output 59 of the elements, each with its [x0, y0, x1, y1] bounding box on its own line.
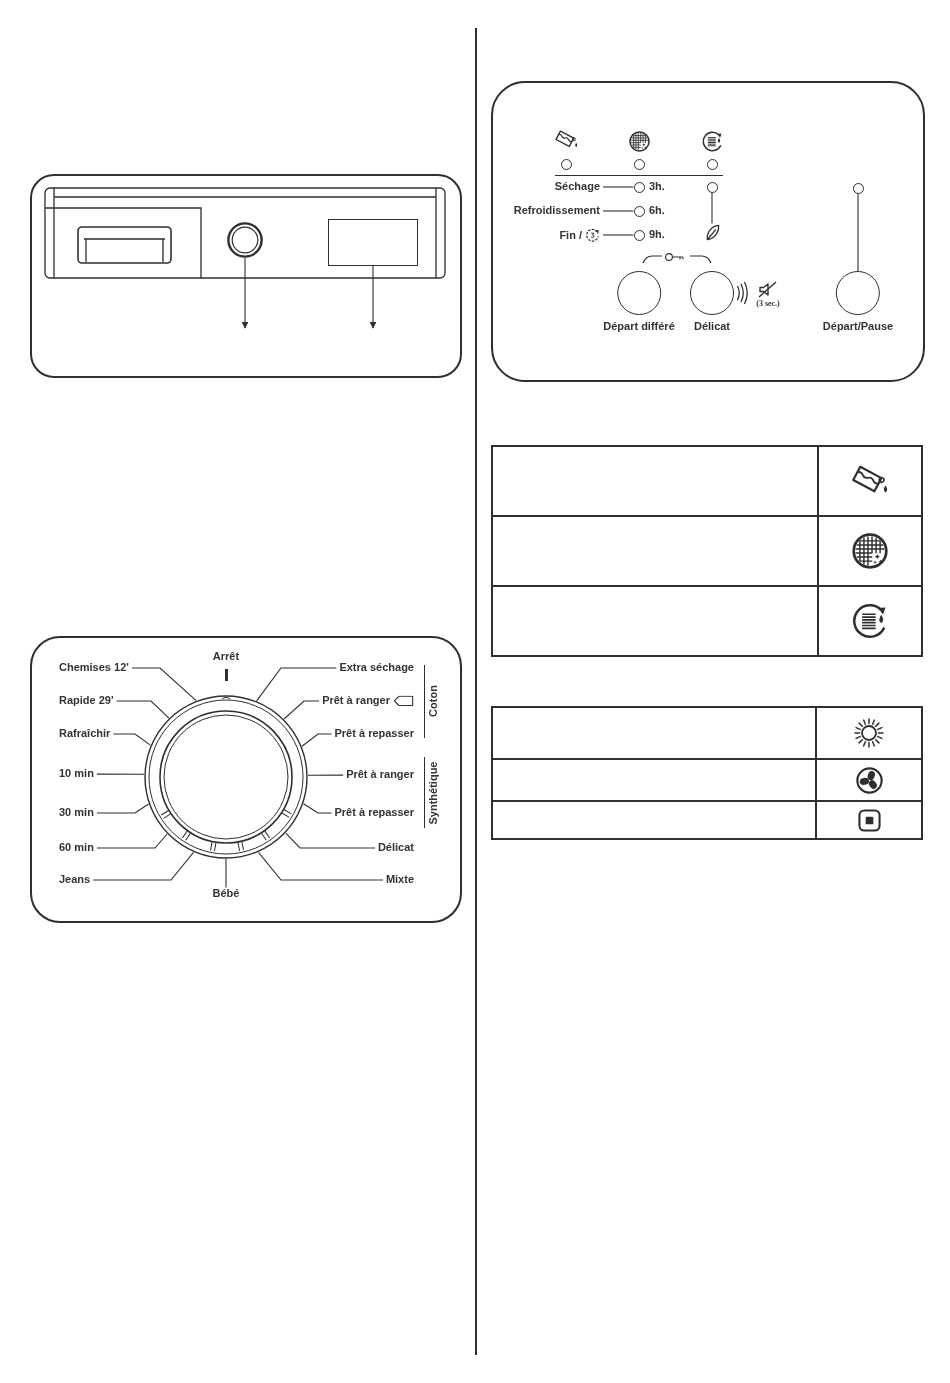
- program-label: Extra séchage: [336, 661, 417, 675]
- program-label: Jeans: [56, 873, 94, 887]
- leader-line: [307, 774, 344, 776]
- program-label: Prêt à repasser: [331, 727, 417, 741]
- button-label: Délicat: [693, 320, 731, 334]
- program-label: 60 min: [56, 841, 97, 855]
- program-label: Chemises 12': [56, 661, 132, 675]
- program-label: 30 min: [56, 806, 97, 820]
- duration-note: (3 sec.): [756, 299, 780, 309]
- time-label: 9h.: [649, 228, 665, 242]
- leader-line: [92, 851, 195, 881]
- control-knob: [227, 222, 263, 258]
- button-label: Départ/Pause: [822, 320, 894, 334]
- display-window: [328, 219, 418, 266]
- leader-line: [256, 667, 337, 702]
- indicator-light: [706, 181, 718, 193]
- leader-line: [96, 773, 145, 775]
- program-dial: [144, 695, 308, 859]
- program-label: Rafraîchir: [56, 727, 114, 741]
- connector-line: [711, 191, 713, 225]
- leader-line: [301, 733, 333, 747]
- program-label: Arrêt: [212, 650, 240, 664]
- leader-line: [283, 700, 320, 720]
- program-label: Rapide 29': [56, 694, 117, 708]
- connector-line: [602, 234, 635, 236]
- program-label: Prêt à ranger: [343, 768, 417, 782]
- program-label: Délicat: [374, 841, 417, 855]
- leader-line: [116, 700, 170, 719]
- indicator-label: Séchage: [551, 180, 603, 194]
- leader-line: [257, 851, 384, 881]
- leader-line: [112, 733, 151, 746]
- group-label: Coton: [427, 685, 441, 717]
- program-label: Prêt à repasser: [331, 806, 417, 820]
- program-label: Prêt à ranger: [322, 694, 390, 708]
- indicator-light: [852, 182, 864, 194]
- indicator-light: [633, 229, 645, 241]
- leader-line: [96, 833, 168, 849]
- leader-line: [131, 667, 197, 702]
- leader-line: [96, 803, 150, 814]
- connector-line: [602, 186, 635, 188]
- leader-line: [225, 858, 227, 888]
- leader-line: [302, 803, 333, 814]
- program-label: Mixte: [382, 873, 417, 887]
- indicator-light: [633, 205, 645, 217]
- indicator-label: Refroidissement: [510, 204, 603, 218]
- time-label: 6h.: [649, 204, 665, 218]
- leaf-icon: [704, 223, 720, 241]
- button-label: Départ différé: [603, 320, 675, 334]
- arrow: [369, 265, 377, 329]
- program-label: 10 min: [56, 767, 97, 781]
- indicator-light: [633, 181, 645, 193]
- program-label: Bébé: [212, 887, 240, 901]
- indicator-label: Fin /: [559, 228, 582, 242]
- group-label: Synthétique: [427, 761, 441, 825]
- arrow: [241, 257, 249, 329]
- connector-line: [857, 192, 859, 272]
- time-label: 3h.: [649, 180, 665, 194]
- leader-line: [285, 832, 376, 849]
- connector-line: [602, 210, 635, 212]
